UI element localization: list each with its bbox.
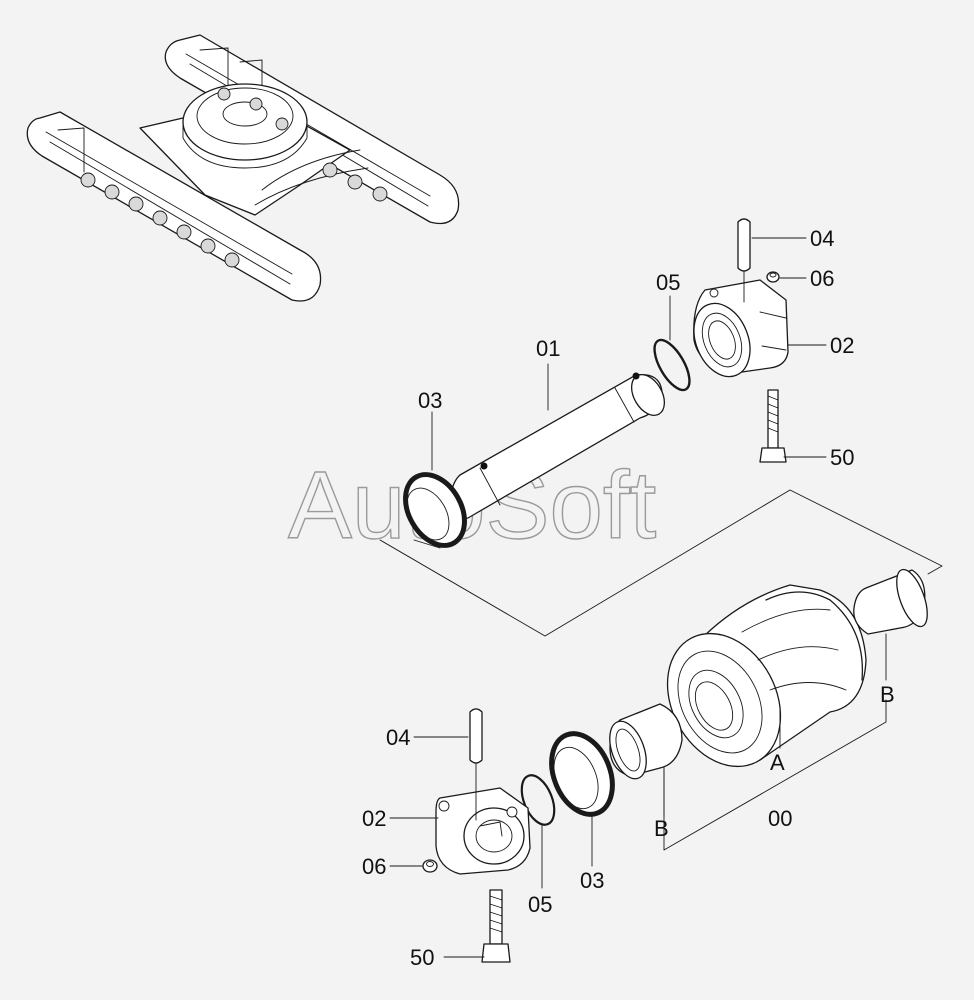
bushing-ref-b-left [609,703,683,780]
callout-06-top: 06 [810,266,834,291]
callout-a: A [770,750,785,775]
callout-05-bottom: 05 [528,892,552,917]
callout-02-bottom: 02 [362,806,386,831]
callout-03-top: 03 [418,388,442,413]
seal-part-03-bottom [549,731,615,817]
undercarriage-overview [26,34,460,302]
pin-part-04-bottom [469,708,483,821]
callout-b-left: B [654,816,669,841]
callout-b-right: B [880,682,895,707]
callout-02-top: 02 [830,333,854,358]
oring-part-05-top [653,338,691,392]
bolt-part-50-bottom [481,889,511,963]
callout-labels: 01 03 04 05 06 02 50 B A 00 B 04 02 06 0… [362,226,895,970]
leader-frame-upper [379,489,943,637]
pin-part-04-top [737,218,751,303]
callout-03-bottom: 03 [580,868,604,893]
callout-01: 01 [536,336,560,361]
callout-04-top: 04 [810,226,834,251]
plug-part-06-top [766,271,780,283]
leader-lines [389,237,887,958]
callout-04-bottom: 04 [386,725,410,750]
bracket-part-02-top [693,279,789,378]
bracket-part-02-bottom [435,787,531,875]
callout-00: 00 [768,806,792,831]
callout-06-bottom: 06 [362,854,386,879]
bushing-ref-b-right [853,568,928,635]
shaft-part-01 [449,372,666,519]
plug-part-06-bottom [422,859,438,873]
roller-assembly-part-00 [666,584,867,768]
seal-part-03-top [403,472,467,549]
callout-50-bottom: 50 [410,945,434,970]
callout-05-top: 05 [656,270,680,295]
bolt-part-50-top [759,389,787,463]
callout-50-top: 50 [830,445,854,470]
